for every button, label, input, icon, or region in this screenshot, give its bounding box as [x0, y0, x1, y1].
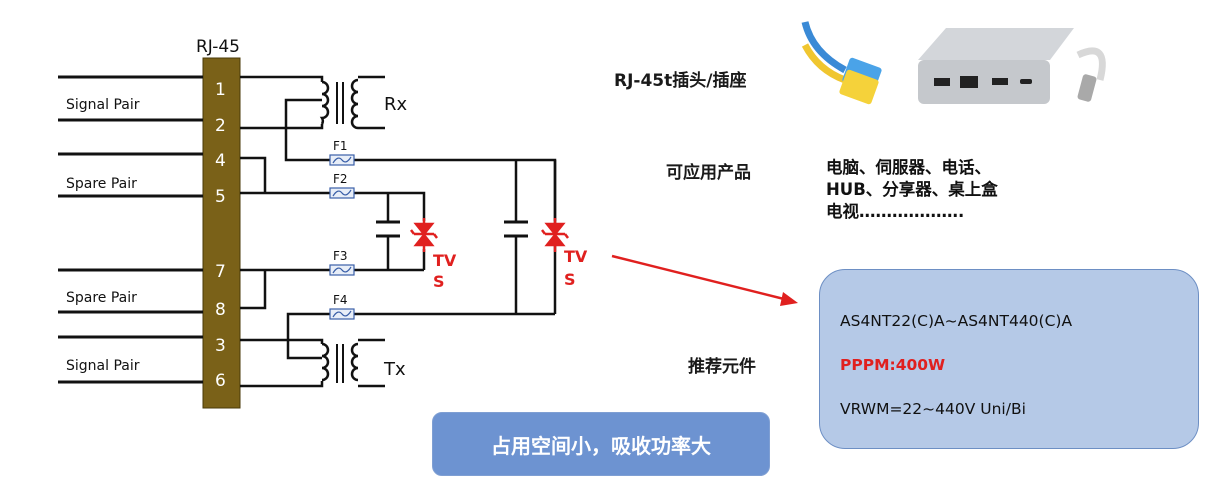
tvs-label-left-1: TV [433, 251, 457, 270]
transformer-tx-label: Tx [383, 359, 406, 380]
arrow-to-spec [611, 254, 798, 306]
capacitor-right [504, 220, 528, 238]
pin-4: 4 [215, 151, 226, 171]
part-range: AS4NT22(C)A~AS4NT440(C)A [840, 312, 1073, 330]
pair-label-spare-2: Spare Pair [66, 290, 137, 306]
spec-box: AS4NT22(C)A~AS4NT440(C)A PPPM:400W VRWM=… [819, 269, 1199, 449]
pin-6: 6 [215, 371, 226, 391]
rj45-plug-socket-label: RJ-45t插头/插座 [614, 71, 747, 91]
applicable-products-line: 电脑、伺服器、电话、 [826, 158, 991, 177]
recommended-parts-label: 推荐元件 [688, 357, 756, 377]
tvs-label-right-2: S [564, 270, 576, 289]
pair-label-spare-1: Spare Pair [66, 176, 137, 192]
capacitor-left [376, 220, 400, 238]
fuse-f1-label: F1 [333, 139, 348, 153]
applicable-products-line: HUB、分享器、桌上盒 [826, 180, 998, 199]
pin-2: 2 [215, 116, 226, 136]
fuse-f3 [329, 264, 355, 276]
applicable-products-list: 电脑、伺服器、电话、 HUB、分享器、桌上盒 电视………………. [826, 157, 998, 223]
pin-8: 8 [215, 300, 226, 320]
applicable-products-line: 电视………………. [826, 202, 965, 221]
tvs-label-left-2: S [433, 272, 445, 291]
pair-label-signal-2: Signal Pair [66, 358, 140, 374]
vrwm-value: VRWM=22~440V Uni/Bi [840, 400, 1026, 418]
pair-label-signal-1: Signal Pair [66, 97, 140, 113]
ethernet-cable-image [801, 21, 882, 105]
pin-3: 3 [215, 336, 226, 356]
pppm-value: PPPM:400W [840, 356, 946, 374]
input-lines [58, 75, 203, 384]
fuse-f2-label: F2 [333, 172, 348, 186]
applicable-products-label: 可应用产品 [666, 163, 751, 183]
tvs-label-right-1: TV [564, 247, 588, 266]
pin-1: 1 [215, 80, 226, 100]
circuit-wiring [240, 75, 557, 388]
pin-7: 7 [215, 262, 226, 282]
connector-title: RJ-45 [196, 37, 240, 57]
transformer-tx [321, 342, 359, 383]
fuse-f1 [329, 154, 355, 166]
fuse-f2 [329, 187, 355, 199]
tvs-diode-left [410, 218, 438, 252]
pin-5: 5 [215, 187, 226, 207]
fuse-f3-label: F3 [333, 249, 348, 263]
transformer-rx [319, 78, 359, 130]
fuse-f4 [329, 308, 355, 320]
usb-hub-image [918, 28, 1106, 104]
fuse-f4-label: F4 [333, 293, 348, 307]
rj45-connector-body [202, 57, 241, 409]
tvs-diode-right [541, 218, 569, 252]
transformer-rx-label: Rx [384, 94, 408, 115]
advantage-note: 占用空间小，吸收功率大 [432, 412, 770, 476]
